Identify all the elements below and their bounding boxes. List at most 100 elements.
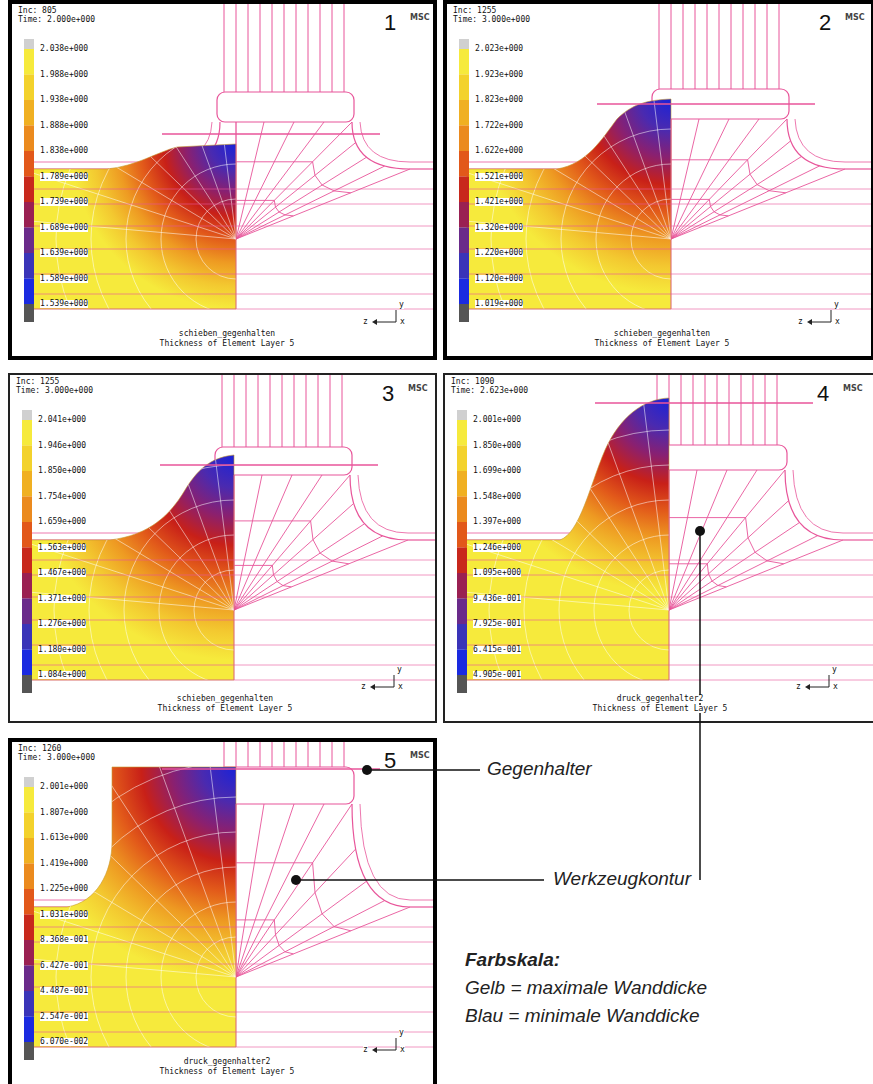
tool-mesh [669,470,697,610]
axis-line [807,687,829,688]
tool-fillet [358,475,408,533]
mesh-line [524,465,814,723]
scale-bar [24,228,34,254]
panel-number: 5 [384,750,396,772]
panel-number: 4 [817,383,829,405]
tool-line [32,249,433,250]
tool-line [260,4,261,92]
axis-label: x [833,683,838,691]
scale-bar [459,100,469,126]
tool-line [777,375,778,445]
tool-mesh [671,119,699,239]
time-label: Time: 2.000e+000 [18,16,95,24]
tool-line [729,375,730,445]
scale-bar [24,777,34,787]
scale-value: 1.095e+000 [473,569,521,577]
scale-bar [24,813,34,839]
element-mesh [445,375,873,723]
axis-line [374,322,396,323]
scale-value: 2.547e-001 [40,1013,88,1021]
tool-line [342,375,343,447]
tool-line [779,4,780,89]
tool-line [272,742,273,767]
tool-line [765,375,766,445]
tool-line [408,533,435,534]
scale-value: 1.807e+000 [40,809,88,817]
tool-line [30,560,435,561]
axis-label: z [361,683,366,691]
tool-mesh [236,881,367,977]
scale-bar [24,838,34,864]
tool-line [32,204,433,205]
element-mesh [10,375,435,723]
increment-label: Inc: 1255 [16,378,59,386]
simulation-panel: Inc: 1255Time: 3.000e+0002MSC2.023e+0001… [443,0,873,360]
scale-value: 1.246e+000 [473,544,521,552]
plot-title: Thickness of Element Layer 5 [595,340,730,348]
tool-fillet [350,475,408,540]
tool-mesh [669,536,818,610]
counter-holder [160,464,378,465]
increment-label: Inc: 805 [18,7,57,15]
tool-line [693,375,694,445]
axis-label: x [400,318,405,326]
tool-line [707,4,708,89]
tool-mesh [236,920,293,954]
scale-value: 1.888e+000 [40,122,88,130]
scale-bar [22,410,32,420]
increment-label: Inc: 1255 [453,7,496,15]
tool-line [296,4,297,92]
tool-line [467,204,871,205]
tool-mesh [234,536,383,610]
scale-bar [457,420,467,446]
tool-line [717,375,718,445]
mesh-line [445,480,669,610]
tool-mesh [234,475,350,610]
callout-label: Werkzeugkontur [553,869,691,890]
tool-line [467,294,871,295]
scale-bar [457,624,467,650]
scale-value: 1.739e+000 [40,198,88,206]
mesh-line [89,465,379,723]
element-mesh [447,4,871,360]
scale-bar [459,253,469,279]
tool-line [30,665,435,666]
tool-line [467,226,871,227]
tool-contour [215,447,352,475]
scale-value: 1.946e+000 [38,442,86,450]
job-name: schieben_gegenhalten [177,695,273,703]
scale-bar [24,1042,34,1060]
scale-bar [24,253,34,279]
scale-bar [457,471,467,497]
tool-line [467,249,871,250]
tool-line [467,189,871,190]
scale-bar [24,991,34,1017]
scale-bar [22,675,32,693]
tool-line [332,742,333,767]
tool-contour [217,92,354,122]
axis-label: y [397,666,402,674]
tool-line [753,375,754,445]
logo-text: MSC [843,385,863,393]
scale-bar [22,599,32,625]
scale-bar [459,228,469,254]
tool-line [731,4,732,89]
tool-line [30,597,435,598]
axis-arrow [805,684,810,690]
mesh-line [12,940,236,977]
tool-mesh [671,199,728,216]
scale-value: 1.276e+000 [38,620,86,628]
scale-value: 6.415e-001 [473,646,521,654]
scale-bar [24,49,34,75]
scale-value: 2.001e+000 [473,416,521,424]
logo-text: MSC [845,14,865,22]
tool-mesh [236,200,293,216]
mesh-line [19,395,435,723]
scale-bar [22,573,32,599]
tool-line [30,620,435,621]
axis-label: y [834,301,839,309]
tool-line [843,539,873,540]
scale-bar [24,126,34,152]
counter-holder [595,402,813,403]
